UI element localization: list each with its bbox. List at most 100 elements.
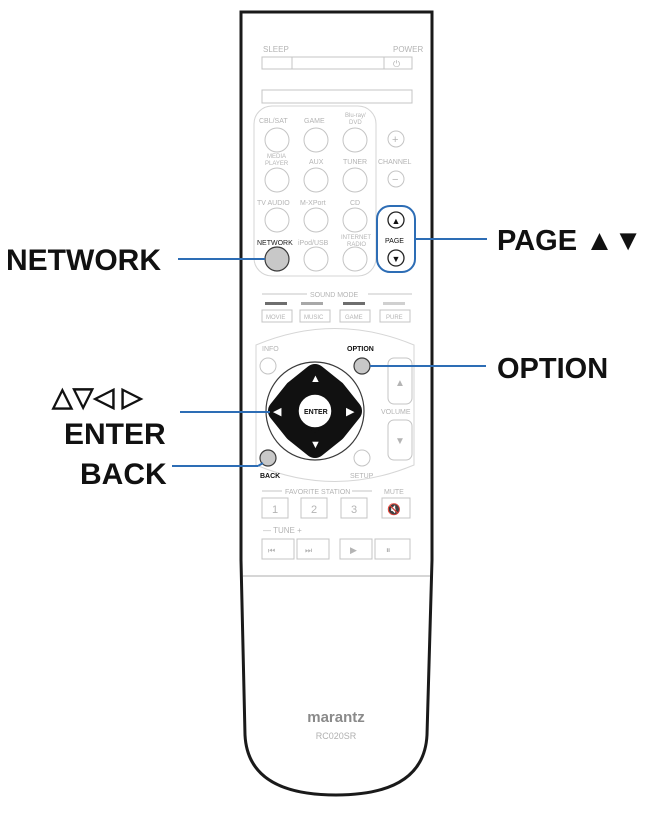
source-label-m-xport: M-XPort [300,200,326,207]
game-mode-button[interactable] [339,309,371,323]
source-label-cbl-sat: CBL/SAT [259,118,288,125]
favorite-1-label: 1 [272,504,278,516]
source-label-player: PLAYER [265,161,289,167]
page-down-icon: ▼ [392,254,401,264]
skip-forward-button[interactable] [296,538,330,560]
sound-mode-label: SOUND MODE [310,292,359,299]
pure-button[interactable] [379,309,411,323]
up-arrow-icon[interactable]: ▲ [310,373,321,385]
model-name: RC020SR [316,731,357,741]
favorite-station-label: FAVORITE STATION [285,489,350,496]
page-up-icon: ▲ [392,216,401,226]
mute-label: MUTE [384,489,404,496]
display-strip [261,89,413,104]
back-callout: BACK [80,458,167,491]
music-button[interactable] [299,309,331,323]
volume-down-button[interactable] [387,419,413,461]
option-callout: OPTION [497,353,608,385]
sound-mode-indicator-4 [383,302,405,305]
mute-button[interactable] [381,497,411,519]
down-arrow-icon[interactable]: ▼ [310,439,321,451]
source-label-radio: RADIO [347,242,366,248]
back-label: BACK [260,473,280,480]
back-callout-line-connector [257,462,264,467]
volume-up-icon: ▲ [395,378,405,389]
movie-button[interactable] [261,309,293,323]
movie-label: MOVIE [266,315,285,321]
sound-mode-indicator-3 [343,302,365,305]
option-label: OPTION [347,346,374,353]
favorite-3-button[interactable] [340,497,368,519]
channel-minus-button[interactable] [387,170,405,188]
power-label: POWER [393,45,423,54]
bluray-dvd-button[interactable] [342,127,368,153]
source-label-cd: CD [350,200,360,207]
skip-back-button[interactable] [261,538,295,560]
source-label-game: GAME [304,118,325,125]
m-xport-button[interactable] [303,207,329,233]
pause-icon: ⏸ [386,545,391,555]
channel-plus-button[interactable] [387,130,405,148]
cbl-sat-button[interactable] [264,127,290,153]
page-callout: PAGE ▲▼ [497,225,643,257]
setup-button[interactable] [353,449,371,467]
play-button[interactable] [339,538,373,560]
sound-mode-indicator-2 [301,302,323,305]
enter-callout: ENTER [64,418,166,451]
sleep-label: SLEEP [263,45,289,54]
play-icon: ▶ [350,545,357,555]
page-label: PAGE [385,238,404,245]
favorite-1-button[interactable] [261,497,289,519]
source-label-dvd: DVD [349,120,362,126]
tuner-button[interactable] [342,167,368,193]
source-label-network: NETWORK [257,240,293,247]
skip-back-icon: ⏮ [268,546,275,555]
pure-label: PURE [386,315,403,321]
source-label-internet: INTERNET [341,235,371,241]
info-label: INFO [262,346,279,353]
game-button[interactable] [303,127,329,153]
favorite-3-label: 3 [351,504,357,516]
page-down-button[interactable] [387,249,405,267]
volume-down-icon: ▼ [395,436,405,447]
source-panel [253,105,377,277]
internet-radio-button[interactable] [342,246,368,272]
source-label-tuner: TUNER [343,159,367,166]
tv-audio-button[interactable] [264,207,290,233]
right-arrow-icon[interactable]: ▶ [346,406,355,418]
cd-button[interactable] [342,207,368,233]
favorite-2-button[interactable] [300,497,328,519]
sound-mode-indicator-1 [265,302,287,305]
volume-up-button[interactable] [387,357,413,405]
page-up-button[interactable] [387,211,405,229]
enter-button[interactable] [297,393,333,429]
brand-logo: marantz [307,709,365,726]
source-label-media: MEDIA [267,154,286,160]
source-label-aux: AUX [309,159,324,166]
tune-label: — TUNE + [263,526,302,535]
power-icon: ⏻ [393,59,400,69]
nav-panel-outline [255,328,415,482]
ipod-usb-button[interactable] [303,246,329,272]
left-arrow-icon[interactable]: ◀ [273,406,282,418]
aux-button[interactable] [303,167,329,193]
source-label-ipod-usb: iPod/USB [298,240,329,247]
favorite-2-label: 2 [311,504,317,516]
media-player-button[interactable] [264,167,290,193]
back-button[interactable] [259,449,277,467]
option-button[interactable] [353,357,371,375]
info-button[interactable] [259,357,277,375]
mute-icon: 🔇 [387,503,401,516]
power-button[interactable] [383,56,413,70]
setup-label: SETUP [350,473,374,480]
game-mode-label: GAME [345,315,363,321]
network-button[interactable] [264,246,290,272]
pause-button[interactable] [374,538,411,560]
source-label-tv-audio: TV AUDIO [257,200,290,207]
channel-plus-icon: + [392,134,398,146]
arrows-callout: △▽◁ ▷ [51,382,144,412]
skip-forward-icon: ⏭ [305,546,312,555]
enter-label: ENTER [304,409,328,416]
